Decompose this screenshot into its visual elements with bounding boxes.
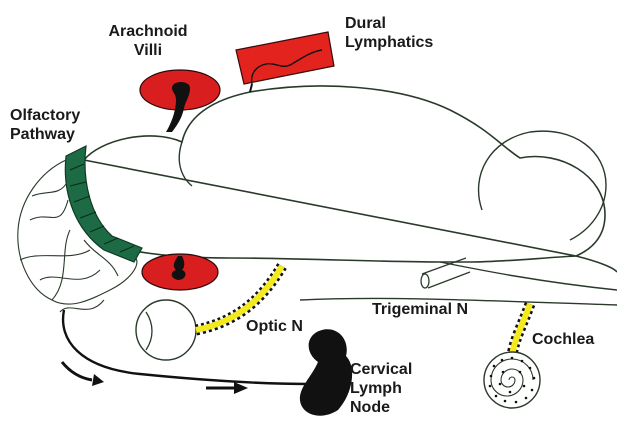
olfactory-pathway-label-line2: Pathway (10, 125, 80, 144)
flow-arrow-icon (62, 362, 104, 386)
dural-lymphatics-label-line1: Dural (345, 14, 433, 33)
optic-n-label: Optic N (246, 317, 303, 336)
trigeminal-nerve-cut (421, 274, 429, 288)
arachnoid-villi-label: Arachnoid Villi (98, 22, 198, 60)
cervical-label-line3: Node (350, 398, 412, 417)
dural-lymphatics-label: Dural Lymphatics (345, 14, 433, 52)
trigeminal-n-label: Trigeminal N (372, 300, 468, 319)
arachnoid-villus-icon (142, 254, 218, 290)
cerebellum-outline (479, 131, 606, 240)
arachnoid-villi-label-line1: Arachnoid (98, 22, 198, 41)
eye-icon (136, 300, 196, 360)
cervical-label-line2: Lymph (350, 379, 412, 398)
cervical-label-line1: Cervical (350, 360, 412, 379)
olfactory-pathway-label: Olfactory Pathway (10, 106, 80, 144)
cochlea-icon (484, 352, 540, 408)
lymph-node-icon (300, 329, 352, 415)
brainstem-outline (440, 262, 617, 290)
cerebrum-outline (78, 86, 617, 272)
dural-lymphatics-label-line2: Lymphatics (345, 33, 433, 52)
cervical-lymph-node-label: Cervical Lymph Node (350, 360, 412, 417)
dural-lymphatic-icon (236, 32, 334, 92)
cochlea-label: Cochlea (532, 330, 594, 349)
olfactory-pathway-label-line1: Olfactory (10, 106, 80, 125)
arachnoid-villus-icon (140, 70, 220, 132)
flow-arrow-icon (206, 382, 248, 394)
arachnoid-villi-label-line2: Villi (98, 41, 198, 60)
cochlear-nerve (512, 304, 530, 356)
